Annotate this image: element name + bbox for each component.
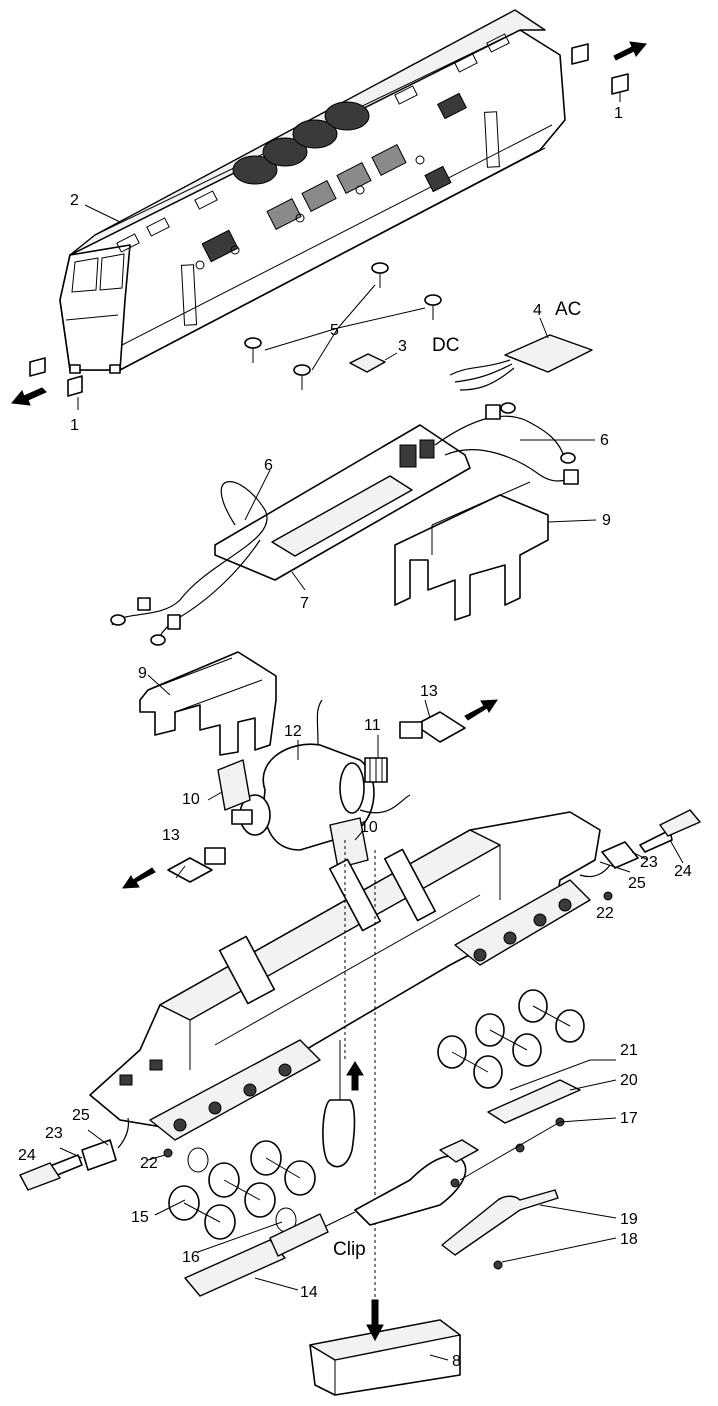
callout-6-right: 6 (600, 432, 609, 449)
bogie-mount-screw (493, 1260, 503, 1270)
arrow-out-front (11, 387, 47, 406)
callout-13-rear: 13 (420, 683, 438, 700)
callout-4-ac: AC (555, 299, 581, 320)
arrow-out-rear (613, 41, 647, 61)
weight-block-rear (394, 481, 549, 621)
motor-pad-rear (329, 817, 369, 869)
callout-12: 12 (284, 723, 302, 740)
callout-15: 15 (131, 1209, 149, 1226)
callout-5: 5 (330, 322, 339, 339)
callout-9-right: 9 (602, 512, 611, 529)
screwdriver-vertical (322, 1040, 356, 1168)
buffer-part-front (29, 357, 83, 397)
leader-lines (59, 92, 684, 1361)
bogie-mount-plate (441, 1189, 559, 1256)
wiring-harness-right (434, 402, 579, 485)
ac-decoder-board (449, 334, 593, 391)
wiring-harness-left (110, 481, 268, 646)
callout-2: 2 (70, 192, 79, 209)
bogie-cover-plate (487, 1079, 581, 1124)
storage-tray (309, 1319, 461, 1396)
callout-25-front: 25 (72, 1107, 90, 1124)
drive-shaft-front (167, 847, 226, 883)
coupler-rear (579, 809, 701, 901)
dc-bridge-plug (349, 353, 386, 373)
screwdriver-angled (321, 1155, 467, 1229)
callout-1-front: 1 (70, 417, 79, 434)
callout-clip: Clip (333, 1239, 366, 1260)
callout-16: 16 (182, 1249, 200, 1266)
callout-23-front: 23 (45, 1125, 63, 1142)
coupler-front (19, 1117, 173, 1191)
buffer-part-rear (571, 43, 629, 95)
callout-20: 20 (620, 1072, 638, 1089)
callout-10-left: 10 (182, 791, 200, 808)
arrow-shaft-front (122, 867, 156, 889)
callout-3-dc: DC (432, 335, 459, 356)
arrow-down-tray (366, 1299, 384, 1342)
callout-21: 21 (620, 1042, 638, 1059)
locomotive-body-shell (59, 9, 566, 374)
callout-4: 4 (533, 302, 542, 319)
circuit-plate (214, 424, 471, 581)
callout-7: 7 (300, 595, 309, 612)
callout-22-rear: 22 (596, 905, 614, 922)
callout-19: 19 (620, 1211, 638, 1228)
chassis-frame (89, 811, 601, 1141)
callout-18: 18 (620, 1231, 638, 1248)
callout-23-rear: 23 (640, 854, 658, 871)
callout-3: 3 (398, 338, 407, 355)
callout-6-left: 6 (264, 457, 273, 474)
callout-11: 11 (364, 717, 381, 734)
callout-25-rear: 25 (628, 875, 646, 892)
callout-22-front: 22 (140, 1155, 158, 1172)
worm-gear (364, 757, 388, 783)
drive-shaft-rear (399, 711, 466, 743)
callout-24-front: 24 (18, 1147, 36, 1164)
callout-8: 8 (452, 1353, 461, 1370)
callout-17: 17 (620, 1110, 638, 1127)
wheelsets-front (168, 1140, 316, 1240)
arrow-up-screwdriver (346, 1061, 364, 1091)
callout-9-left: 9 (138, 665, 147, 682)
bogie-screw-c (450, 1178, 460, 1188)
callout-14: 14 (300, 1284, 318, 1301)
motor-pad-front (217, 759, 251, 811)
callout-10-right: 10 (360, 819, 378, 836)
arrow-shaft-rear (464, 699, 498, 721)
callout-1-rear: 1 (614, 105, 623, 122)
wheelsets-rear (437, 989, 585, 1089)
bogie-clip (439, 1139, 479, 1163)
callout-labels: 1 1 2 3 DC 4 AC 5 6 6 7 8 9 9 10 10 11 1… (18, 105, 692, 1370)
weight-block-front (139, 651, 277, 756)
bogie-side-frames (184, 1213, 329, 1297)
callout-24-rear: 24 (674, 863, 692, 880)
body-screws (244, 262, 442, 390)
callout-13-front: 13 (162, 827, 180, 844)
